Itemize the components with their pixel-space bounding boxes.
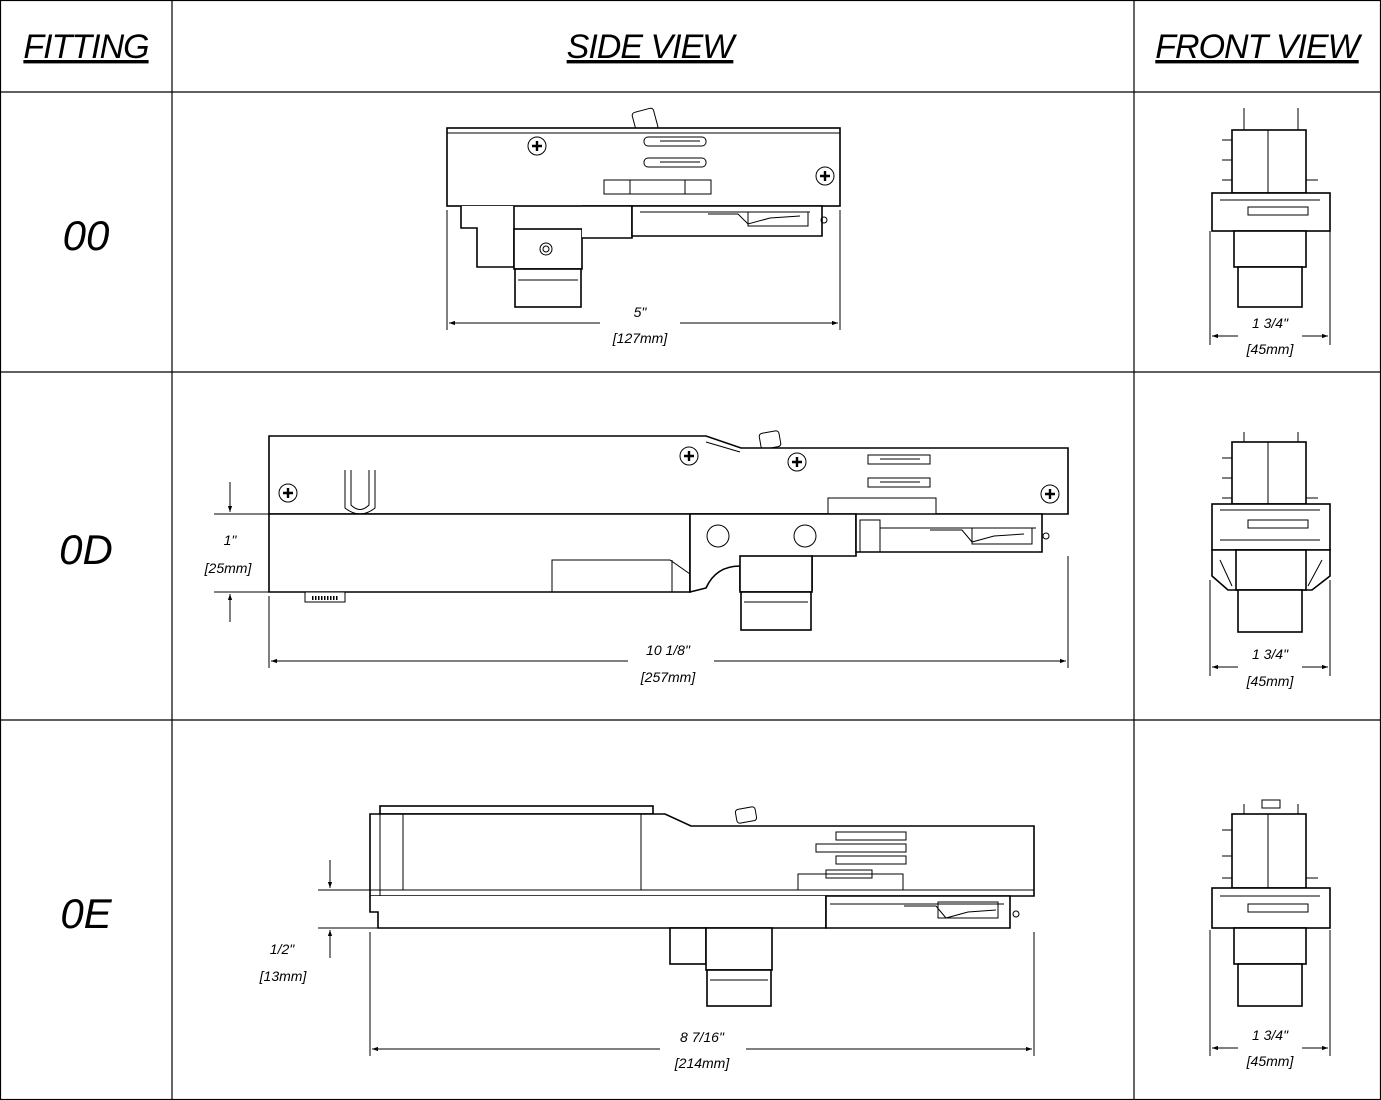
dim-front-width-in-0D: 1 3/4": [1252, 646, 1289, 662]
dim-length-mm-0D: [257mm]: [640, 669, 697, 685]
dim-length-in-0E: 8 7/16": [680, 1029, 725, 1045]
dim-front-width-in-00: 1 3/4": [1252, 315, 1289, 331]
dim-height-mm-0E: [13mm]: [259, 968, 308, 984]
dimension-side-00: 5" [127mm]: [446, 210, 841, 348]
dim-front-width-mm-00: [45mm]: [1246, 341, 1295, 357]
dimension-side-0E-height: 1/2" [13mm]: [259, 860, 378, 984]
front-view-00: [1211, 108, 1331, 308]
dimension-side-0E: 8 7/16" [214mm]: [369, 932, 1035, 1074]
side-view-0E: [369, 805, 1035, 1007]
dim-length-in-00: 5": [634, 304, 648, 320]
front-view-0E: [1211, 799, 1331, 1007]
header-fitting: FITTING: [23, 28, 148, 66]
dim-length-mm-0E: [214mm]: [674, 1055, 731, 1071]
dimension-front-0D: 1 3/4" [45mm]: [1209, 580, 1331, 692]
dim-front-width-mm-0E: [45mm]: [1246, 1053, 1295, 1069]
dim-height-in-0E: 1/2": [270, 941, 295, 957]
dim-height-mm-0D: [25mm]: [204, 560, 253, 576]
dim-front-width-in-0E: 1 3/4": [1252, 1027, 1289, 1043]
dimension-side-0D: 10 1/8" [257mm]: [268, 556, 1069, 688]
fitting-label-0E: 0E: [60, 890, 112, 937]
fitting-label-0D: 0D: [59, 526, 113, 573]
side-view-0D: [268, 430, 1069, 631]
front-view-0D: [1211, 432, 1331, 633]
side-view-00: [446, 107, 841, 308]
dim-height-in-0D: 1": [224, 532, 238, 548]
dimension-side-0D-height: 1" [25mm]: [204, 482, 269, 622]
dimension-front-00: 1 3/4" [45mm]: [1209, 231, 1331, 360]
dim-front-width-mm-0D: [45mm]: [1246, 673, 1295, 689]
dim-length-in-0D: 10 1/8": [646, 642, 691, 658]
dimension-front-0E: 1 3/4" [45mm]: [1209, 930, 1331, 1072]
header-side-view: SIDE VIEW: [567, 28, 738, 66]
fitting-label-00: 00: [63, 212, 110, 259]
header-front-view: FRONT VIEW: [1155, 28, 1362, 66]
dim-length-mm-00: [127mm]: [612, 330, 669, 346]
